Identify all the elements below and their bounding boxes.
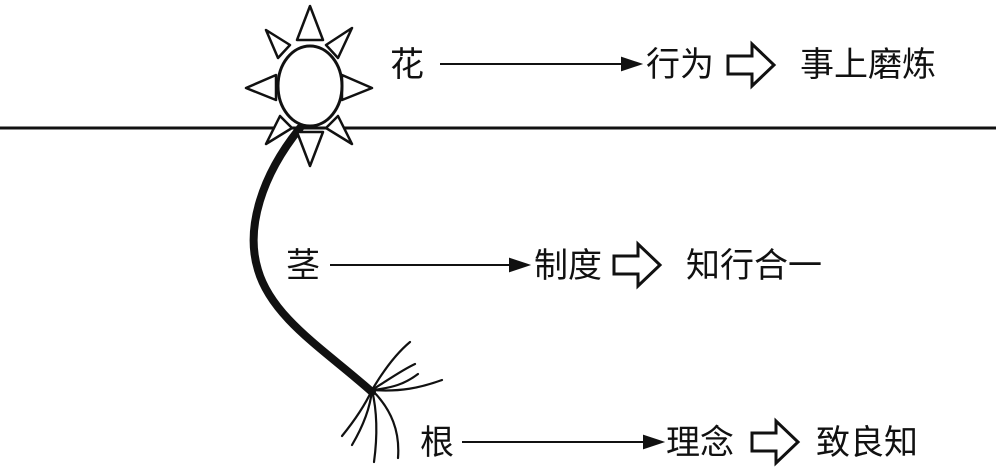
sun-flower-icon: [244, 4, 374, 168]
part-label-root: 根: [420, 423, 454, 463]
thin-arrow-icon: [509, 257, 532, 273]
result-label-conscience: 致良知: [816, 423, 918, 463]
middle-label-behavior: 行为: [646, 45, 714, 85]
part-label-stem: 茎: [286, 246, 320, 286]
thin-arrow-icon: [621, 56, 644, 72]
stem: [249, 124, 376, 396]
thin-arrow-icon: [643, 434, 666, 450]
hollow-arrow-icon: [750, 417, 801, 467]
middle-label-idea: 理念: [666, 423, 734, 463]
thin-arrows: [330, 56, 666, 450]
result-label-unity: 知行合一: [686, 246, 822, 286]
hollow-arrow-icon: [612, 240, 663, 290]
roots: [340, 340, 444, 464]
result-label-practice: 事上磨炼: [800, 45, 936, 85]
part-label-flower: 花: [390, 45, 424, 85]
middle-label-system: 制度: [534, 246, 602, 286]
hollow-arrows: [612, 40, 801, 467]
hollow-arrow-icon: [726, 40, 777, 90]
